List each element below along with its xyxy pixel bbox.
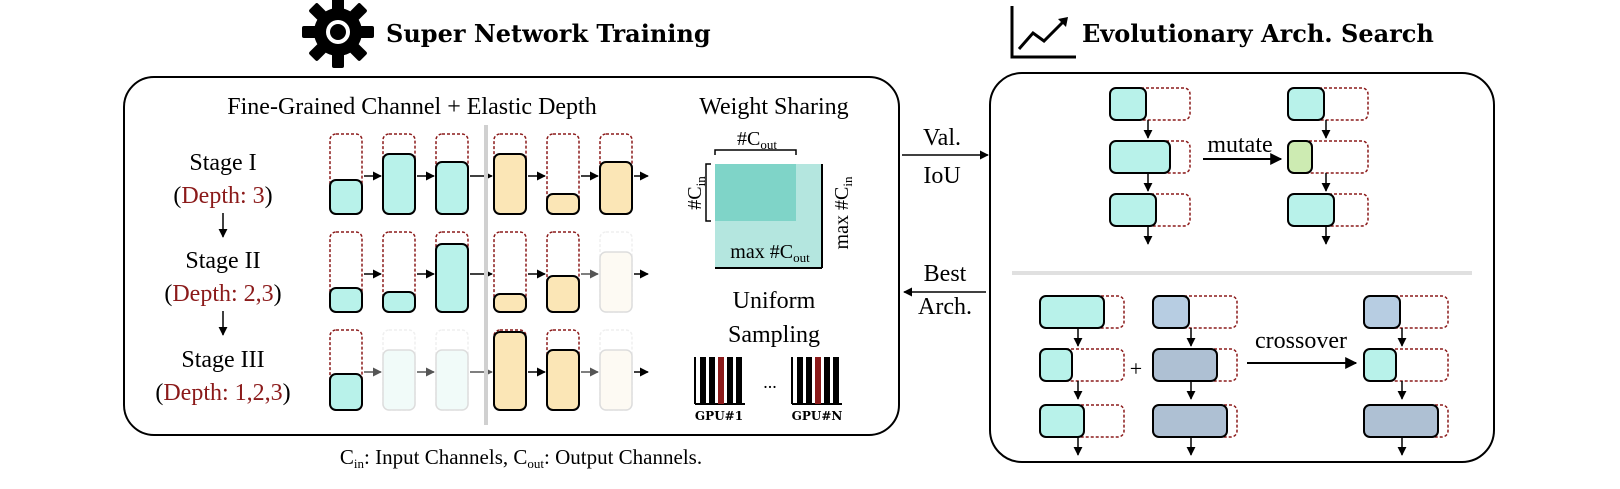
mutated-block-outline (1287, 140, 1369, 174)
gpu-sample-bar (806, 357, 812, 404)
active-channel-block (493, 293, 527, 313)
gpu-1-label: GPU#1 (695, 409, 743, 423)
best-label: Best (924, 261, 967, 287)
active-channel-block (329, 287, 363, 313)
plus-label: + (1130, 356, 1142, 381)
stage-label-1: Stage I (Depth: 3) (173, 150, 272, 209)
gpu-sample-bar (736, 357, 742, 404)
super-network-title: Super Network Training (386, 19, 711, 48)
mutate-label: mutate (1207, 132, 1272, 158)
active-channel-block (493, 331, 527, 411)
crossover-child (1363, 295, 1401, 329)
active-channel-block (546, 275, 580, 313)
gpu-sample-bar (718, 357, 724, 404)
stage-label-2: Stage II (Depth: 2,3) (164, 248, 281, 307)
mutated-block (1287, 87, 1325, 121)
active-channel-block (382, 153, 416, 215)
gear-icon (302, 0, 374, 68)
evolutionary-search-title: Evolutionary Arch. Search (1082, 19, 1434, 48)
max-c-out-label: max #Cout (730, 241, 810, 265)
stage-name: Stage II (185, 248, 260, 274)
weight-sharing-title: Weight Sharing (699, 94, 848, 120)
section-title-channel-depth: Fine-Grained Channel + Elastic Depth (227, 94, 596, 120)
crossover-label: crossover (1255, 328, 1347, 354)
parent-block (1109, 87, 1147, 121)
val-label: Val. (923, 125, 961, 151)
crossover-parent-a (1039, 295, 1105, 329)
sampling-label: Sampling (728, 322, 820, 348)
gpu-sampling-bars (694, 357, 842, 405)
faded-block (382, 349, 416, 411)
stage-label-3: Stage III (Depth: 1,2,3) (155, 347, 290, 406)
c-in-label: #Cin (684, 176, 708, 210)
evolutionary-search-panel (989, 72, 1495, 463)
gpu-ellipsis: ... (763, 372, 777, 392)
stage-name: Stage III (181, 347, 264, 373)
evolution-blocks (1039, 87, 1449, 456)
channel-block-grid (329, 133, 649, 411)
gpu-sample-bar (700, 357, 706, 404)
super-network-panel (123, 76, 900, 436)
faded-block (435, 349, 469, 411)
active-channel-block (329, 179, 363, 215)
active-channel-block (546, 349, 580, 411)
trend-chart-icon (1010, 6, 1076, 59)
mutated-block-outline (1287, 87, 1369, 121)
faded-block (599, 251, 633, 313)
stage-name: Stage I (189, 150, 256, 176)
stage-depth: (Depth: 2,3) (164, 281, 281, 307)
active-channel-block (382, 291, 416, 313)
active-channel-block (435, 161, 469, 215)
crossover-parent-a (1039, 404, 1085, 438)
gpu-n-label: GPU#N (792, 409, 843, 423)
uniform-label: Uniform (733, 288, 816, 314)
gpu-sample-bar (727, 357, 733, 404)
gpu-sample-bar (824, 357, 830, 404)
gpu-sample-bar (815, 357, 821, 404)
active-channel-block (546, 193, 580, 215)
crossover-parent-b (1152, 348, 1218, 382)
arch-label: Arch. (918, 294, 972, 320)
caption: Cin: Input Channels, Cout: Output Channe… (340, 445, 702, 471)
gpu-sample-bar (833, 357, 839, 404)
faded-block (599, 349, 633, 411)
crossover-parent-a (1039, 348, 1073, 382)
stage-depth: (Depth: 3) (173, 183, 272, 209)
active-channel-block (493, 153, 527, 215)
parent-block (1109, 193, 1157, 227)
iou-label: IoU (923, 163, 960, 189)
crossover-parent-b (1152, 404, 1228, 438)
gpu-sample-bar (709, 357, 715, 404)
active-channel-block (329, 373, 363, 411)
weight-sharing-diagram: #Cout #Cin max #Cout max #Cin (684, 128, 855, 269)
crossover-parent-b (1152, 295, 1190, 329)
crossover-child (1363, 404, 1439, 438)
parent-block (1109, 140, 1171, 174)
mutated-block (1287, 193, 1335, 227)
mutated-block (1287, 140, 1313, 174)
parent-block-outline (1109, 87, 1191, 121)
active-channel-block (435, 243, 469, 313)
active-channel-block (599, 161, 633, 215)
stage-depth: (Depth: 1,2,3) (155, 380, 290, 406)
gpu-sample-bar (797, 357, 803, 404)
max-c-in-label: max #Cin (831, 176, 855, 249)
c-out-label: #Cout (737, 128, 777, 152)
crossover-child (1363, 348, 1397, 382)
